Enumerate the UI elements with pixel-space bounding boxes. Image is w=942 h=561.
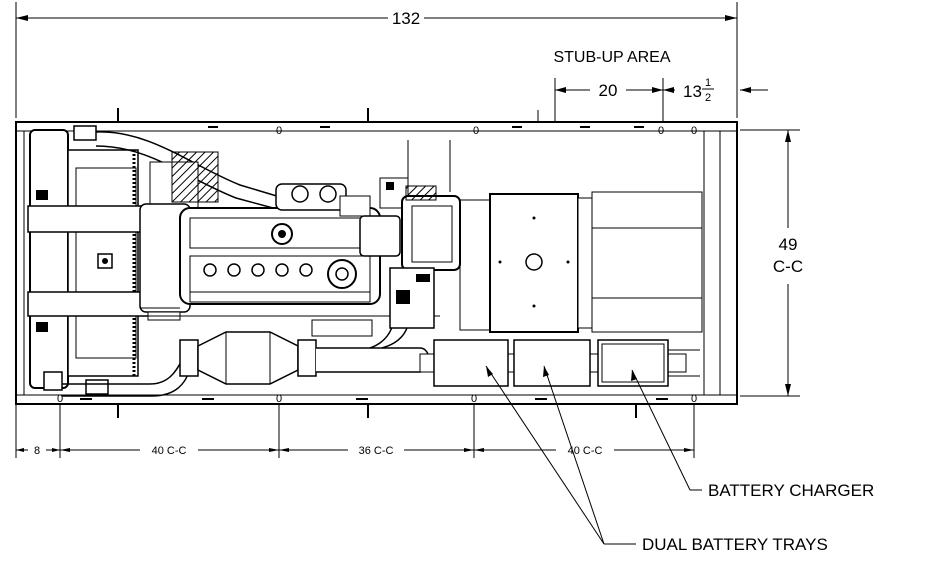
mount-mark-bottom-1: 0 (57, 393, 63, 405)
callout-battery-charger: BATTERY CHARGER (631, 369, 874, 500)
stub-up-offset-frac-num: 1 (705, 77, 711, 89)
mount-mark-bottom-4: 0 (691, 393, 697, 405)
mount-marks: 0 0 0 0 0 0 0 0 (57, 125, 697, 405)
mount-mark-top-1: 0 (276, 125, 282, 137)
battery-charger-label: BATTERY CHARGER (708, 481, 874, 500)
stub-up-width-label: 20 (599, 81, 618, 100)
battery-tray-2 (513, 339, 591, 387)
overall-length-label: 132 (392, 9, 420, 28)
stub-up-area-label: STUB-UP AREA (553, 49, 670, 66)
callout-dual-battery-trays: DUAL BATTERY TRAYS (485, 365, 828, 554)
bottom-dim-8: 8 (34, 445, 40, 457)
overall-length-dimension: 132 (15, 2, 738, 118)
engine-block (139, 151, 440, 321)
bottom-dim-40-a: 40 C-C (152, 445, 187, 457)
width-dimension: 49 C-C (740, 129, 803, 397)
stub-up-offset-frac-den: 2 (705, 92, 711, 104)
mount-mark-top-3: 0 (658, 125, 664, 137)
stub-up-offset-whole: 13 (683, 82, 702, 101)
battery-components (419, 339, 700, 387)
battery-tray-1 (433, 339, 509, 387)
width-value-label: 49 (779, 235, 798, 254)
mount-mark-top-4: 0 (691, 125, 697, 137)
bottom-dimensions: 8 40 C-C 36 C-C 40 C-C (15, 404, 695, 458)
bottom-dim-40-b: 40 C-C (568, 445, 603, 457)
bottom-dim-36: 36 C-C (359, 445, 394, 457)
radiator (27, 125, 159, 395)
mount-mark-bottom-2: 0 (276, 393, 282, 405)
alternator (389, 140, 703, 333)
dual-battery-trays-label: DUAL BATTERY TRAYS (642, 535, 828, 554)
mount-mark-bottom-3: 0 (471, 393, 477, 405)
mount-mark-top-2: 0 (473, 125, 479, 137)
width-cc-label: C-C (773, 257, 803, 276)
